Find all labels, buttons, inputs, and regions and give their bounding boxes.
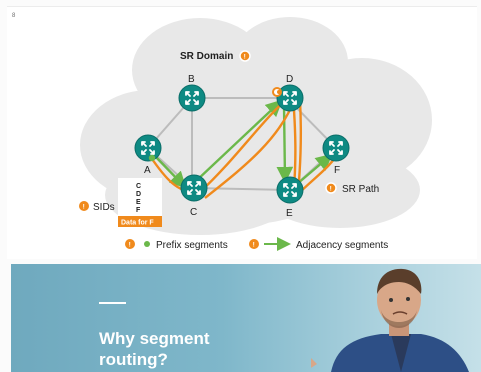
router-node-c[interactable] — [180, 174, 208, 202]
sr-path-label: SR Path — [342, 184, 379, 195]
node-label-d: D — [286, 74, 293, 85]
info-dot-d-core — [277, 90, 281, 94]
node-label-f: F — [334, 165, 340, 176]
info-icon-title[interactable]: ! — [239, 50, 251, 62]
sid-box-footer: Data for F — [121, 220, 154, 227]
node-label-a: A — [144, 165, 151, 176]
prefix-segment-path — [152, 99, 333, 189]
prefix-dot — [148, 154, 156, 162]
svg-text:!: ! — [253, 242, 255, 249]
svg-text:!: ! — [330, 186, 332, 193]
svg-text:D: D — [136, 191, 141, 198]
router-node-f[interactable] — [322, 134, 350, 162]
router-node-a[interactable] — [134, 134, 162, 162]
info-icon-adjacency[interactable]: ! — [249, 239, 259, 249]
hero-banner: Why segment routing? — [11, 264, 481, 372]
svg-text:F: F — [136, 207, 141, 214]
legend: ! Prefix segments ! Adjacency segments — [125, 237, 388, 251]
svg-text:!: ! — [129, 242, 131, 249]
info-icon-sids[interactable]: ! — [79, 201, 89, 211]
sr-domain-title: SR Domain — [180, 51, 233, 62]
router-node-e[interactable] — [276, 176, 304, 204]
node-label-b: B — [188, 74, 195, 85]
person-illustration — [311, 268, 469, 372]
svg-text:!: ! — [244, 54, 246, 61]
banner-rule — [99, 302, 126, 304]
svg-text:C: C — [136, 183, 141, 190]
info-icon-prefix[interactable]: ! — [125, 239, 135, 249]
sid-box: C D E F Data for F — [118, 178, 162, 227]
node-label-e: E — [286, 208, 293, 219]
legend-adjacency-label: Adjacency segments — [296, 240, 388, 251]
legend-prefix-label: Prefix segments — [156, 240, 228, 251]
prefix-legend-dot — [144, 241, 150, 247]
svg-text:!: ! — [83, 204, 85, 211]
sids-label: SIDs — [93, 202, 115, 213]
info-icon-sr-path[interactable]: ! — [325, 182, 337, 194]
corner-mark: 8 — [12, 13, 16, 19]
router-node-b[interactable] — [178, 84, 206, 112]
banner-title: Why segment routing? — [99, 329, 210, 369]
svg-text:E: E — [136, 199, 141, 206]
node-label-c: C — [190, 207, 197, 218]
